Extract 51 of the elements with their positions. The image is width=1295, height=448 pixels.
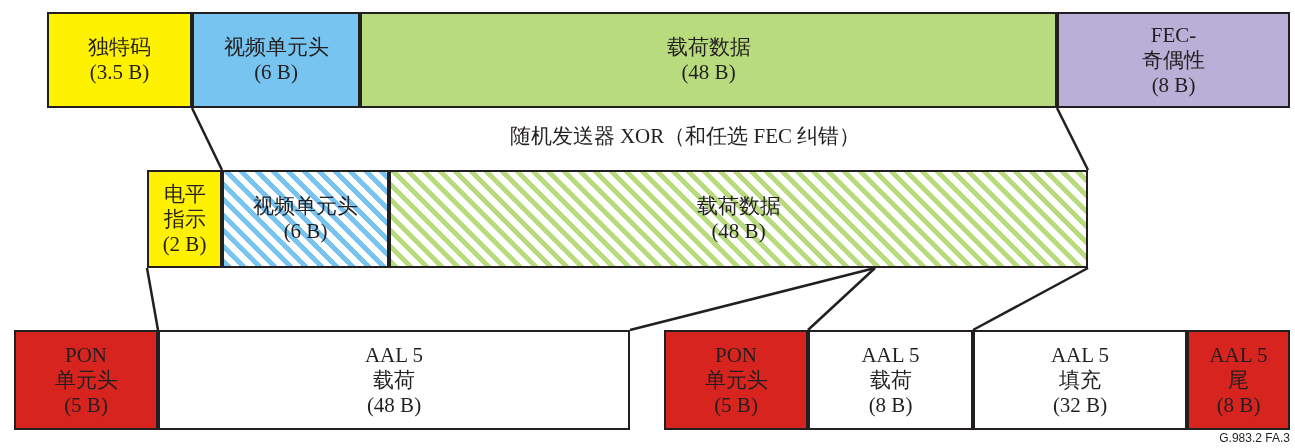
expansion-line	[1055, 107, 1090, 171]
header-field	[14, 330, 158, 430]
process-note: 随机发送器 XOR（和任选 FEC 纠错）	[509, 123, 861, 150]
field-label: 载荷	[869, 367, 912, 393]
payload-field	[360, 12, 1057, 108]
field-label: (48 B)	[366, 392, 422, 418]
field-label: 尾	[1228, 367, 1249, 393]
expansion-line	[145, 267, 160, 331]
padding-field	[973, 330, 1187, 430]
field-label: (3.5 B)	[89, 60, 150, 85]
field-label: 填充	[1059, 367, 1101, 393]
header-field	[664, 330, 808, 430]
field-label: FEC-	[1150, 22, 1197, 48]
field-label: AAL 5	[1050, 342, 1110, 368]
field-label: 电平	[163, 181, 206, 207]
field-label: 视频单元头	[223, 35, 329, 60]
field-label: 奇偶性	[1142, 47, 1205, 73]
field-label: (6 B)	[254, 60, 298, 85]
field-label: (5 B)	[714, 392, 758, 418]
field-label: 独特码	[88, 35, 151, 60]
field-label: (32 B)	[1052, 392, 1108, 418]
field-label: 载荷数据	[666, 35, 751, 60]
hatched-payload-field	[389, 170, 1088, 268]
expansion-line	[629, 266, 876, 332]
field-label: 载荷	[373, 367, 415, 393]
field-label: 单元头	[54, 367, 118, 393]
field-label: (48 B)	[681, 60, 736, 85]
trailer-field	[1187, 330, 1290, 430]
expansion-line	[190, 107, 224, 171]
parity-field	[1057, 12, 1290, 108]
field-label: (5 B)	[64, 392, 108, 418]
payload-field	[808, 330, 973, 430]
level-field	[147, 170, 222, 268]
field-label: (2 B)	[162, 231, 207, 257]
field-label: AAL 5	[861, 342, 920, 368]
hatched-header-field	[222, 170, 389, 268]
field-label: 单元头	[704, 367, 768, 393]
field-label: PON	[715, 342, 757, 368]
header-field	[192, 12, 360, 108]
field-label: 指示	[163, 206, 206, 232]
field-label: AAL 5	[364, 342, 424, 368]
field-label: (8 B)	[868, 392, 913, 418]
payload-field	[158, 330, 630, 430]
field-label: PON	[65, 342, 107, 368]
field-label: (8 B)	[1216, 392, 1261, 418]
field-label: (8 B)	[1151, 72, 1196, 98]
figure-id: G.983.2 FA.3	[1219, 431, 1290, 445]
sync-field	[47, 12, 192, 108]
expansion-line	[807, 267, 876, 331]
expansion-line	[972, 266, 1089, 332]
field-label: AAL 5	[1209, 342, 1268, 368]
